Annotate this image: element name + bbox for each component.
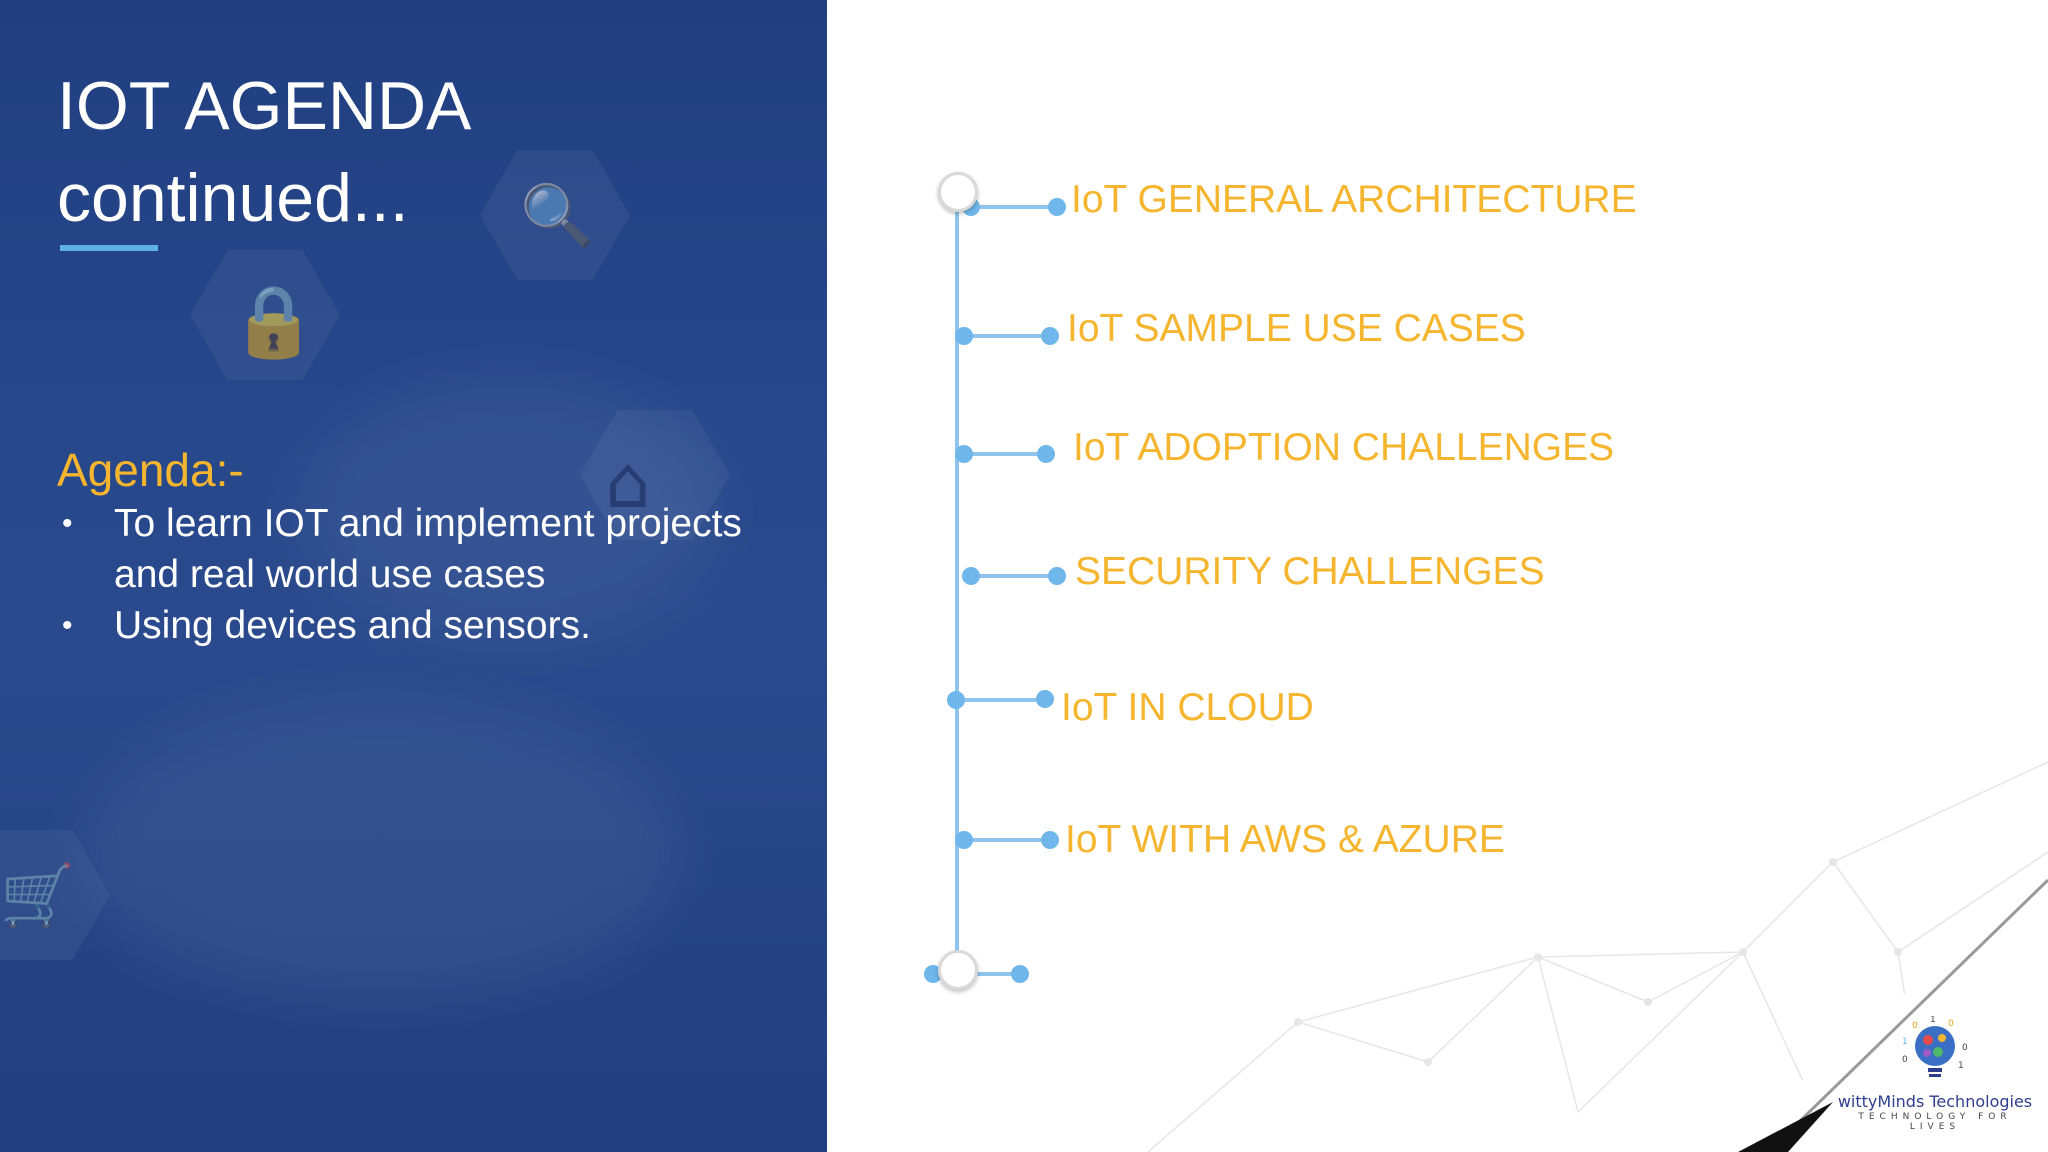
timeline-item-iot-in-cloud: IoT IN CLOUD [1061,686,1314,729]
logo-company-name: wittyMinds Technologies [1837,1092,2033,1111]
timeline-dot [1036,690,1054,708]
svg-text:1: 1 [1958,1061,1964,1071]
svg-text:0: 0 [1902,1055,1908,1065]
svg-text:1: 1 [1930,1016,1936,1025]
timeline-connector [963,452,1047,456]
svg-text:0: 0 [1948,1019,1954,1029]
timeline-item-security-challenges: SECURITY CHALLENGES [1075,550,1545,593]
agenda-list: • To learn IOT and implement projects an… [57,498,757,651]
timeline-dot [947,691,965,709]
cart-icon: 🛒 [0,861,75,931]
timeline-dot [962,567,980,585]
left-panel: 🔍 🔒 ⌂ 🛒 IOT AGENDA continued... Agenda:-… [0,0,827,1152]
timeline-end-circle [938,950,978,990]
timeline-dot [955,831,973,849]
agenda-heading: Agenda:- [57,444,244,496]
timeline-dot [962,198,980,216]
slide-title-line1: IOT AGENDA [57,68,472,144]
corner-triangle [1718,872,2048,1152]
title-underline [60,245,158,251]
agenda-item-text: Using devices and sensors. [114,604,591,647]
agenda-item-text: To learn IOT and implement projects and … [114,502,742,596]
timeline-dot [1041,831,1059,849]
svg-text:1: 1 [1902,1037,1908,1047]
timeline-dot [1048,567,1066,585]
slide-title: IOT AGENDA continued... [57,60,471,244]
timeline-connector [963,838,1051,842]
timeline-dot [1048,198,1066,216]
home-icon: ⌂ [605,440,651,524]
timeline-start-circle [938,172,978,212]
timeline-item-general-architecture: IoT GENERAL ARCHITECTURE [1071,178,1637,221]
timeline-connector [962,205,1058,209]
timeline-dot [1037,445,1055,463]
timeline-item-aws-azure: IoT WITH AWS & AZURE [1065,818,1505,861]
timeline-connector [963,334,1051,338]
timeline-item-sample-use-cases: IoT SAMPLE USE CASES [1067,307,1526,350]
bullet-icon: • [62,507,73,540]
svg-text:0: 0 [1962,1043,1968,1053]
logo-tagline: TECHNOLOGY FOR LIVES [1858,1112,2012,1132]
timeline-dot [1041,327,1059,345]
slide-title-line2: continued... [57,160,409,236]
timeline-connector [932,972,1020,976]
timeline-dot [1011,965,1029,983]
company-logo: 0 1 0 1 0 0 1 wittyMinds Technologies TE… [1830,1016,2040,1132]
timeline-dot [955,327,973,345]
agenda-item: • To learn IOT and implement projects an… [57,498,757,600]
lightbulb-brain-icon: 0 1 0 1 0 0 1 [1902,1016,1968,1077]
timeline-dot [924,965,942,983]
agenda-item: • Using devices and sensors. [57,600,757,651]
lock-icon: 🔒 [230,280,318,362]
bullet-icon: • [62,609,73,642]
network-decoration [1148,761,2048,1152]
timeline-connector [955,698,1045,702]
timeline-dot [955,445,973,463]
svg-text:0: 0 [1912,1021,1918,1031]
timeline-vertical-line [955,190,959,970]
timeline-item-adoption-challenges: IoT ADOPTION CHALLENGES [1073,426,1615,469]
timeline-connector [970,574,1058,578]
background-blur [300,380,720,640]
globe-search-icon: 🔍 [520,181,595,251]
background-blur [80,700,680,1000]
